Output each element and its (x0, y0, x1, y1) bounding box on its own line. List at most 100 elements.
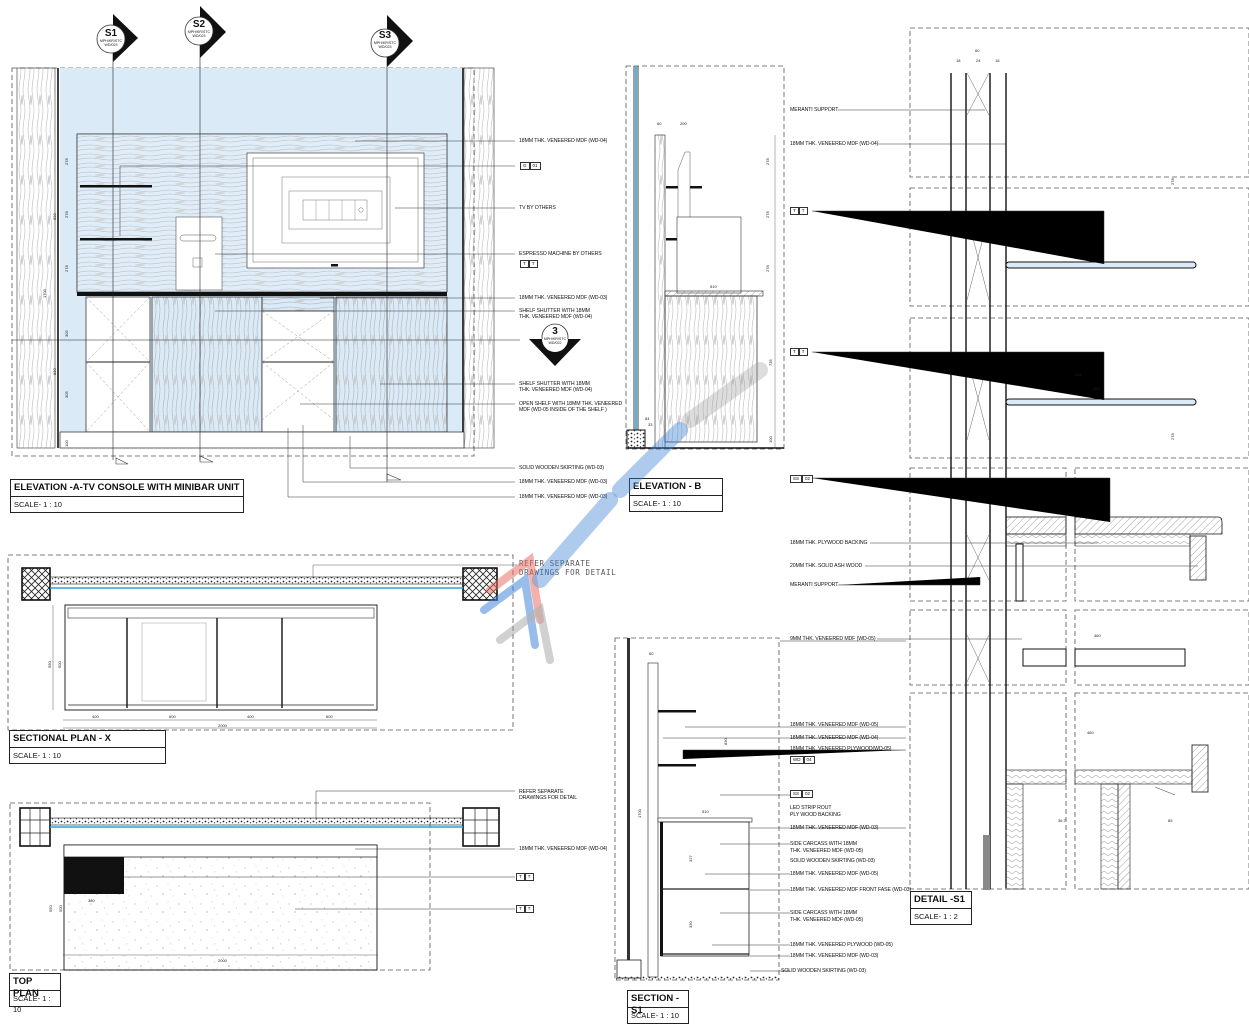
top-plan-drawing (9, 790, 515, 971)
dimension-height: 278 (765, 265, 770, 272)
view-title-sectional-plan: SECTIONAL PLAN - X SCALE- 1 : 10 (9, 730, 166, 764)
dimension-span: 460 (1094, 633, 1101, 638)
dimension-shelf: 278 (64, 211, 69, 218)
callout-label: 18MM THK. VENEERED PLYWOOD (WD-05) (790, 942, 893, 948)
dimension-inner: 330 (688, 921, 693, 928)
dimension-depth: 85 (1168, 818, 1173, 823)
dimension-bay: 600 (169, 714, 176, 719)
callout-label: 18MM THK. VENEERED MDF (WD-03) (519, 479, 608, 485)
callout-label: THK. VENEERED MDF (WD-04) (519, 314, 593, 320)
dimension-spacing: 278 (1170, 433, 1175, 440)
detail-marker-icon (529, 323, 581, 366)
dimension-skirting: 33 (648, 422, 653, 427)
dimension-depth: 60 (657, 121, 662, 126)
dimension-shelf: 278 (64, 158, 69, 165)
callout-label: SOLID WOODEN SKIRTING (WD-03) (519, 465, 604, 471)
callout-label: 18MM THK. VENEERED PLYWOOD(WD-05) (790, 746, 892, 752)
dimension-bay: 305 (64, 330, 69, 337)
dimension-part: 18 (995, 58, 1000, 63)
view-title-section-s1: SECTION -S1 SCALE- 1 : 10 (627, 990, 689, 1024)
detail-s1-drawing (812, 27, 1249, 890)
callout-label: THK. VENEERED MDF (WD-05) (790, 917, 864, 923)
callout-label: 9MM THK. VENEERED MDF (WD-05) (790, 636, 876, 642)
section-marker-s3[interactable]: S3 MPH/KR/STC WD/023 (371, 30, 399, 49)
callout-label: 18MM THK. VENEERED MDF FRONT FASE (WD-03… (790, 887, 912, 893)
section-marker-s2[interactable]: S2 MPH/KR/STC WD/023 (185, 19, 213, 38)
dimension-shelf-depth: 200 (680, 121, 687, 126)
dimension-part: 18 (956, 58, 961, 63)
callout-label: 18MM THK. PLYWOOD BACKING (790, 540, 868, 546)
view-title-detail-s1: DETAIL -S1 SCALE- 1 : 2 (910, 891, 972, 925)
refer-note: REFER SEPARATE DRAWINGS FOR DETAIL (519, 559, 617, 577)
dimension-shelf-length: 242 (1075, 372, 1082, 377)
callout-label: 18MM THK. VENEERED MDF (WD-04) (519, 138, 608, 144)
dimension-depth: 550 (48, 905, 53, 912)
dimension-depth: 550 (47, 661, 52, 668)
view-title-elevation-b: ELEVATION - B SCALE- 1 : 10 (629, 478, 723, 512)
dimension-counter-depth: 510 (710, 284, 717, 289)
dimension-overall: 1700 (637, 809, 642, 818)
callout-label: THK. VENEERED MDF (WD-04) (519, 387, 593, 393)
callout-label: 18MM THK. VENEERED MDF (WD-04) (790, 141, 879, 147)
dimension-bay: 400 (92, 714, 99, 719)
dimension-shelf-inner: 220 (1093, 386, 1100, 391)
callout-label: TV BY OTHERS (519, 205, 556, 211)
dimension-inner: 327 (688, 855, 693, 862)
callout-label: SHELF SHUTTER WITH 18MM (519, 381, 590, 387)
callout-label: 18MM THK. VENEERED MDF (WD-05) (790, 722, 879, 728)
detail-marker-3[interactable]: 3 MPH/KR/STC WD/022 (543, 326, 567, 346)
dimension-shelf: 278 (64, 265, 69, 272)
callout-label: 18MM THK. VENEERED MDF (WD-03) (519, 295, 608, 301)
callout-label: MERANTI SUPPORT (790, 582, 839, 588)
dimension-part: 24 (976, 58, 981, 63)
dimension-spacing: 278 (1170, 178, 1175, 185)
callout-label: 18MM THK. VENEERED MDF (WD-04) (519, 846, 608, 852)
callout-label: 18MM THK. VENEERED MDF (WD-04) (790, 735, 879, 741)
dimension-skirting: 84 (645, 416, 650, 421)
dimension-upper: 830 (52, 213, 57, 220)
elevation-b-drawing (625, 65, 785, 450)
callout-label: SHELF SHUTTER WITH 18MM (519, 308, 590, 314)
dimension-lower: 830 (52, 368, 57, 375)
section-marker-id: S2 (192, 19, 206, 30)
dimension-plinth: 100 (64, 440, 69, 447)
dimension-bay: 400 (247, 714, 254, 719)
dimension-height: 278 (765, 211, 770, 218)
dimension-overall: 2000 (218, 958, 227, 963)
dimension-inner: 500 (57, 661, 62, 668)
callout-label: PLY WOOD BACKING (790, 812, 841, 818)
callout-label: 18MM THK. VENEERED MDF (WD-03) (790, 953, 879, 959)
view-title-elevation-a: ELEVATION -A-TV CONSOLE WITH MINIBAR UNI… (10, 479, 244, 513)
dimension-overall: 2000 (218, 723, 227, 728)
dimension-cabinet: 735 (768, 359, 773, 366)
dimension-overall: 1700 (42, 289, 47, 298)
dimension-block-width: 380 (88, 898, 95, 903)
callout-label: 18MM THK. VENEERED MDF (WD-03) (519, 494, 608, 500)
dimension-top: 60 (649, 651, 654, 656)
refer-note: REFER SEPARATE DRAWINGS FOR DETAIL (519, 789, 578, 802)
section-marker-s1[interactable]: S1 MPH/KR/STC WD/023 (97, 28, 125, 47)
view-title-top-plan: TOP PLAN SCALE- 1 : 10 (9, 973, 61, 1014)
callout-label: SIDE CARCASS WITH 18MM (790, 910, 857, 916)
dimension-rout: 36.7 (1058, 818, 1066, 823)
dimension-counter-depth: 510 (702, 809, 709, 814)
callout-label: MDF (WD-05 INSIDE OF THE SHELF ) (519, 407, 607, 413)
callout-label: 18MM THK. VENEERED MDF (WD-03) (790, 825, 879, 831)
section-s1-drawing (614, 637, 906, 981)
callout-label: THK. VENEERED MDF (WD-05) (790, 848, 864, 854)
dimension-overall: 60 (975, 48, 980, 53)
sectional-plan-drawing (7, 554, 517, 731)
dimension-upper: 830 (723, 738, 728, 745)
dimension-height: 278 (765, 158, 770, 165)
callout-label: ESPRESSO MACHINE BY OTHERS (519, 251, 602, 257)
